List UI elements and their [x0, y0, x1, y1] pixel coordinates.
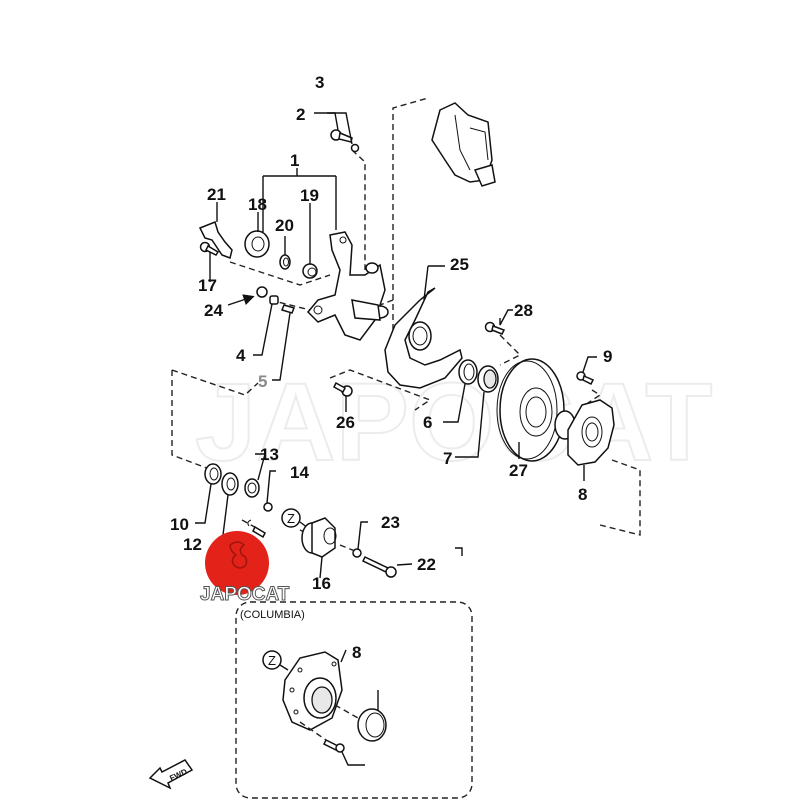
bearing-7 [477, 365, 499, 393]
bolt-28 [484, 321, 506, 335]
callout-1: 1 [290, 151, 299, 170]
callout-2: 2 [296, 105, 305, 124]
variant-label: (COLUMBIA) [240, 609, 305, 621]
callout-25: 25 [450, 255, 469, 274]
callout-22: 22 [417, 555, 436, 574]
callout-labels: 3 2 1 21 18 19 20 17 24 4 5 26 25 28 9 6… [170, 73, 612, 593]
bolt-9 [576, 371, 595, 386]
leader-bolt-variant [341, 751, 365, 766]
callout-13: 13 [260, 445, 279, 464]
callout-28: 28 [514, 301, 533, 320]
nut-4 [269, 295, 279, 305]
bushing-24 [227, 286, 268, 306]
reference-marker-z-detail: Z [262, 650, 289, 671]
brake-caliper [431, 102, 496, 187]
clip-3 [350, 143, 360, 153]
small-bolts [247, 519, 266, 539]
variant-detail-box: (COLUMBIA) Z 8 [235, 601, 473, 799]
callout-14: 14 [290, 463, 309, 482]
callout-16: 16 [312, 574, 331, 593]
bolt-17 [199, 241, 220, 256]
wheel-hub-8-variant [282, 651, 343, 731]
reference-marker-z: Z [281, 508, 309, 529]
wheel-hub-8 [554, 399, 615, 466]
callout-23: 23 [381, 513, 400, 532]
leader-8-variant [340, 649, 347, 663]
brake-rotor-27 [496, 358, 565, 462]
callout-8-variant: 8 [352, 643, 361, 662]
callout-4: 4 [236, 346, 246, 365]
logo-text: JAPOCAT [200, 584, 290, 605]
callout-27: 27 [509, 461, 528, 480]
callout-9: 9 [603, 347, 612, 366]
callout-12: 12 [183, 535, 202, 554]
callout-6: 6 [423, 413, 432, 432]
callout-24: 24 [204, 301, 223, 320]
washer-14 [263, 502, 273, 512]
callout-21: 21 [207, 185, 226, 204]
lock-washer-13 [244, 478, 260, 498]
callout-7: 7 [443, 449, 452, 468]
stud-5 [280, 304, 296, 314]
seal-6 [458, 359, 478, 385]
fwd-direction-arrow: FWD [148, 759, 194, 790]
logo-red-circle [205, 531, 269, 595]
callout-18: 18 [248, 195, 267, 214]
bolt-2 [330, 129, 353, 143]
bolt-variant [299, 721, 345, 753]
callout-5: 5 [258, 372, 267, 391]
logo-emblem-icon [229, 541, 248, 569]
seal-10 [204, 463, 222, 485]
seal-18 [244, 230, 270, 258]
callout-3: 3 [315, 73, 324, 92]
callout-26: 26 [336, 413, 355, 432]
callout-20: 20 [275, 216, 294, 235]
steering-knuckle [306, 231, 389, 341]
nut-12 [221, 472, 239, 496]
locking-hub-16 [301, 517, 337, 558]
hub-cap [334, 704, 387, 742]
callout-22-bracket [455, 547, 463, 556]
bracket-21 [198, 220, 233, 259]
callout-10: 10 [170, 515, 189, 534]
leader-lines [195, 112, 597, 579]
svg-text:Z: Z [268, 653, 276, 668]
bolt-22 [361, 556, 397, 578]
callout-17: 17 [198, 276, 217, 295]
callout-8: 8 [578, 485, 587, 504]
callout-19: 19 [300, 186, 319, 205]
bushing-20 [279, 254, 291, 270]
bolt-26 [333, 381, 353, 397]
svg-text:Z: Z [287, 511, 295, 526]
japocat-logo: JAPOCAT [200, 531, 290, 606]
dust-shield-25 [384, 287, 463, 389]
washer-23 [352, 548, 362, 558]
bushing-19 [302, 263, 318, 279]
